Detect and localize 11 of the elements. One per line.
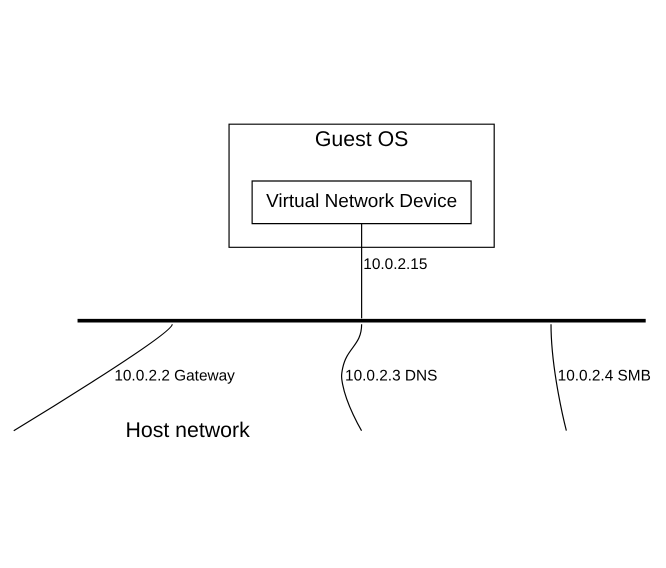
- edge-label: 10.0.2.4 SMB: [558, 367, 651, 384]
- node-box: Virtual Network Device: [252, 180, 472, 224]
- edge-label: 10.0.2.3 DNS: [345, 367, 438, 384]
- edge-label: 10.0.2.15: [363, 256, 428, 274]
- edge-label: 10.0.2.2 Gateway: [114, 367, 235, 384]
- connector: [550, 324, 567, 431]
- connector: [361, 224, 362, 318]
- connector: [341, 324, 362, 431]
- node-bar: [78, 318, 646, 322]
- connector: [13, 324, 173, 432]
- label: Host network: [125, 418, 250, 442]
